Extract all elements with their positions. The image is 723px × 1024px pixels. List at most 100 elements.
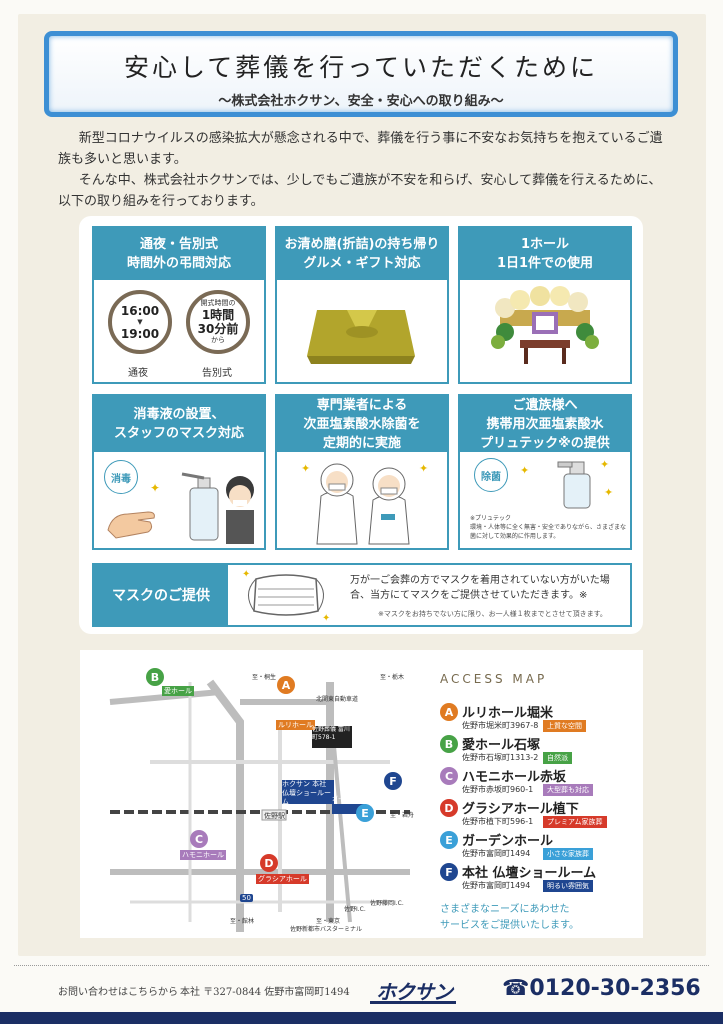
map-label-north-kanto-expressway: 北関東自動車道 xyxy=(316,696,359,703)
card-body: 除菌 ✦ ✦ ✦ ※プリュテック 環境・人体等に全く無害・安全でありながら、さま… xyxy=(460,452,630,548)
location-tag: プレミアム家族葬 xyxy=(543,816,607,828)
location-letter: A xyxy=(440,703,458,721)
clock-caption-wake: 通夜 xyxy=(128,368,148,379)
access-footer-line: さまざまなニーズにあわせた xyxy=(440,904,570,915)
location-name: ガーデンホール xyxy=(462,834,554,849)
map-marker-c: C xyxy=(190,830,208,848)
mask-text: 万が一ご会葬の方でマスクを着用されていない方がいた場合、当方にてマスクをご提供さ… xyxy=(350,575,610,601)
map-label-hq: ホクサン 本社 仏壇ショールーム xyxy=(282,780,331,806)
clock-caption-funeral: 告別式 xyxy=(202,368,232,379)
location-name: ルリホール堀米 xyxy=(462,706,554,721)
route-map xyxy=(90,662,420,932)
location-name: 愛ホール石塚 xyxy=(462,738,541,753)
map-marker-a: A xyxy=(277,676,295,694)
mask-label: マスクのご提供 xyxy=(94,565,228,625)
altar-icon xyxy=(491,286,599,364)
card-body xyxy=(277,280,447,382)
card-meal-takeout: お清め膳(折詰)の持ち帰り グルメ・ギフト対応 xyxy=(275,226,449,384)
location-letter: B xyxy=(440,735,458,753)
location-tag: 明るい雰囲気 xyxy=(543,880,593,892)
map-label-tochigi: 至・栃木 xyxy=(380,674,405,681)
location-letter: F xyxy=(440,863,458,881)
card-heading-line: グルメ・ギフト対応 xyxy=(303,256,421,271)
intro-paragraph-2: そんな中、株式会社ホクサンでは、少しでもご遺族が不安を和らげ、安心して葬儀を行え… xyxy=(58,173,662,209)
clock-time-end: 19:00 xyxy=(120,326,160,341)
access-map-title: ACCESS MAP xyxy=(440,672,548,686)
card-heading-line: プリュテック※の提供 xyxy=(480,435,610,451)
map-label-route-50: 50 xyxy=(240,894,253,902)
card-body: ✦ ✦ xyxy=(277,452,447,548)
divider xyxy=(14,965,709,966)
card-heading-line: 時間外の弔問対応 xyxy=(126,256,231,271)
arrow-down-icon: ▼ xyxy=(137,317,143,326)
intro-text: 新型コロナウイルスの感染拡大が懸念される中で、葬儀を行う事に不安なお気持ちを抱え… xyxy=(58,128,668,212)
map-label-hall-e: ガーデンホール xyxy=(332,796,375,803)
card-heading: 通夜・告別式 時間外の弔問対応 xyxy=(94,228,264,280)
card-heading: 消毒液の設置、 スタッフのマスク対応 xyxy=(94,396,264,452)
svg-text:✦: ✦ xyxy=(301,462,310,475)
card-body xyxy=(460,280,630,382)
card-heading-line: 専門業者による xyxy=(316,397,408,413)
company-logo: ホクサン xyxy=(370,976,456,1005)
clock-minutes: 30分前 xyxy=(197,322,239,336)
location-name: ハモニホール赤坂 xyxy=(462,770,567,785)
svg-text:✦: ✦ xyxy=(242,569,250,580)
map-marker-b: B xyxy=(146,668,164,686)
map-label-hall-a: ルリホール xyxy=(276,720,315,730)
clock-time-start: 16:00 xyxy=(120,303,160,318)
location-tag: 小さな家族葬 xyxy=(543,848,593,860)
card-heading: 1ホール 1日1件での使用 xyxy=(460,228,630,280)
card-one-hall-per-day: 1ホール 1日1件での使用 xyxy=(458,226,632,384)
page-subtitle: ～株式会社ホクサン、安全・安心への取り組み～ xyxy=(218,94,504,109)
clock-hours: 1時間 xyxy=(201,308,235,322)
card-heading-line: 1ホール xyxy=(520,237,570,252)
access-footer: さまざまなニーズにあわせた サービスをご提供いたします。 xyxy=(440,902,640,934)
prutech-note: ※プリュテック 環境・人体等に全く無害・安全でありながら、さまざまな菌に対して効… xyxy=(470,514,628,541)
title-banner: 安心して葬儀を行っていただくために ～株式会社ホクサン、安全・安心への取り組み～ xyxy=(44,31,678,117)
svg-text:✦: ✦ xyxy=(322,613,330,624)
map-marker-d: D xyxy=(260,854,278,872)
map-label-tatebayashi: 至・館林 xyxy=(230,918,255,925)
location-name: 本社 仏壇ショールーム xyxy=(462,866,597,881)
spray-bottle-icon: ✦ ✦ ✦ xyxy=(520,458,613,509)
mask-note: ※マスクをお持ちでない方に限り、お一人様１枚までとさせて頂きます。 xyxy=(378,610,607,618)
map-label-sano-fujioka-ic: 佐野藤岡I.C. xyxy=(370,900,404,907)
map-marker-f: F xyxy=(384,772,402,790)
card-heading-line: 携帯用次亜塩素酸水 xyxy=(486,416,604,432)
location-tag: 大型葬も対応 xyxy=(543,784,593,796)
bottom-bar xyxy=(0,1012,723,1024)
prutech-note-title: ※プリュテック xyxy=(470,515,512,522)
map-label-bus-terminal: 佐野新都市バスターミナル xyxy=(290,926,363,933)
phone-number[interactable]: ☎0120-30-2356 xyxy=(502,976,701,1001)
intro-paragraph-1: 新型コロナウイルスの感染拡大が懸念される中で、葬儀を行う事に不安なお気持ちを抱え… xyxy=(58,131,663,167)
svg-text:✦: ✦ xyxy=(520,464,529,477)
mask-icon: ✦✦ xyxy=(242,569,330,624)
page-title: 安心して葬儀を行っていただくために xyxy=(123,53,598,82)
map-label-tokyo: 至・東京 xyxy=(316,918,341,925)
card-heading-line: 通夜・告別式 xyxy=(139,237,218,252)
map-label-hall-b: 愛ホール xyxy=(162,686,194,696)
map-marker-e: E xyxy=(356,804,374,822)
location-address: 佐野市植下町596-1 xyxy=(462,817,534,826)
location-address: 佐野市石塚町1313-2 xyxy=(462,753,539,762)
location-letter: D xyxy=(440,799,458,817)
card-heading-line: ご遺族様へ xyxy=(512,397,578,413)
svg-text:✦: ✦ xyxy=(600,458,609,471)
card-body: 消毒 ✦ xyxy=(94,452,264,548)
footer: お問い合わせはこちらから 本社 〒327-0844 佐野市富岡町1494 ホクサ… xyxy=(0,974,723,1010)
card-professional-sterilization: 専門業者による 次亜塩素酸水除菌を 定期的に実施 ✦ ✦ xyxy=(275,394,449,550)
prutech-note-body: 環境・人体等に全く無害・安全でありながら、さまざまな菌に対して効果的に作用します… xyxy=(470,524,626,540)
clock-icon: 16:00 ▼ 19:00 xyxy=(108,290,172,354)
card-heading: お清め膳(折詰)の持ち帰り グルメ・ギフト対応 xyxy=(277,228,447,280)
hand-sanitizer-icon: ✦ xyxy=(107,472,254,544)
clock-icon: 開式時間の 1時間 30分前 から xyxy=(186,290,250,354)
svg-text:✦: ✦ xyxy=(419,462,428,475)
card-heading-line: 1日1件での使用 xyxy=(496,256,594,271)
card-heading-line: スタッフのマスク対応 xyxy=(113,426,244,441)
card-heading-line: 次亜塩素酸水除菌を xyxy=(303,416,421,432)
